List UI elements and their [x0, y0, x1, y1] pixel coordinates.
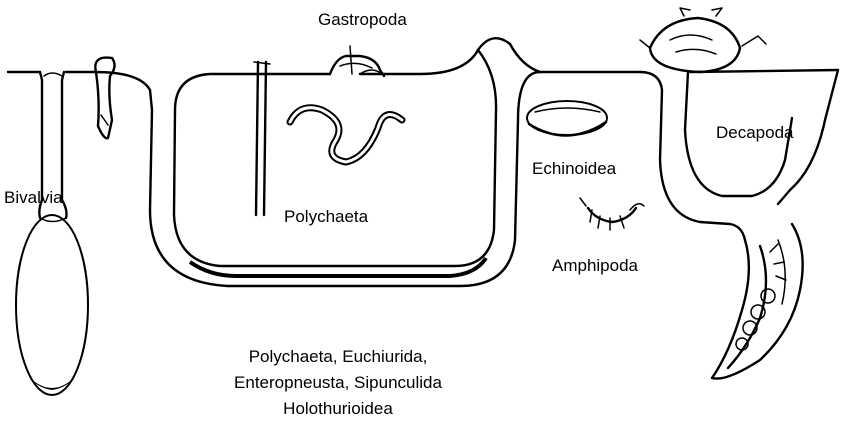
label-decapoda: Decapoda — [716, 123, 794, 142]
label-polychaeta: Polychaeta — [284, 207, 369, 226]
echinoidea-figure — [527, 101, 607, 136]
polychaeta-figure — [190, 62, 486, 276]
label-gastropoda: Gastropoda — [318, 10, 407, 29]
sediment-surface — [8, 38, 838, 286]
gastropoda-figure — [330, 46, 384, 76]
bivalve-shell — [16, 215, 88, 395]
label-bivalvia: Bivalvia — [4, 188, 63, 207]
decapoda-figure — [640, 8, 803, 379]
bivalvia-figure — [16, 58, 115, 395]
caption-line-2: Enteropneusta, Sipunculida — [234, 373, 442, 392]
caption: Polychaeta, Euchiurida, Enteropneusta, S… — [234, 347, 442, 418]
caption-line-1: Polychaeta, Euchiurida, — [249, 347, 428, 366]
label-echinoidea: Echinoidea — [532, 159, 617, 178]
label-amphipoda: Amphipoda — [552, 256, 639, 275]
amphipoda-figure — [580, 198, 644, 230]
caption-line-3: Holothurioidea — [283, 399, 393, 418]
